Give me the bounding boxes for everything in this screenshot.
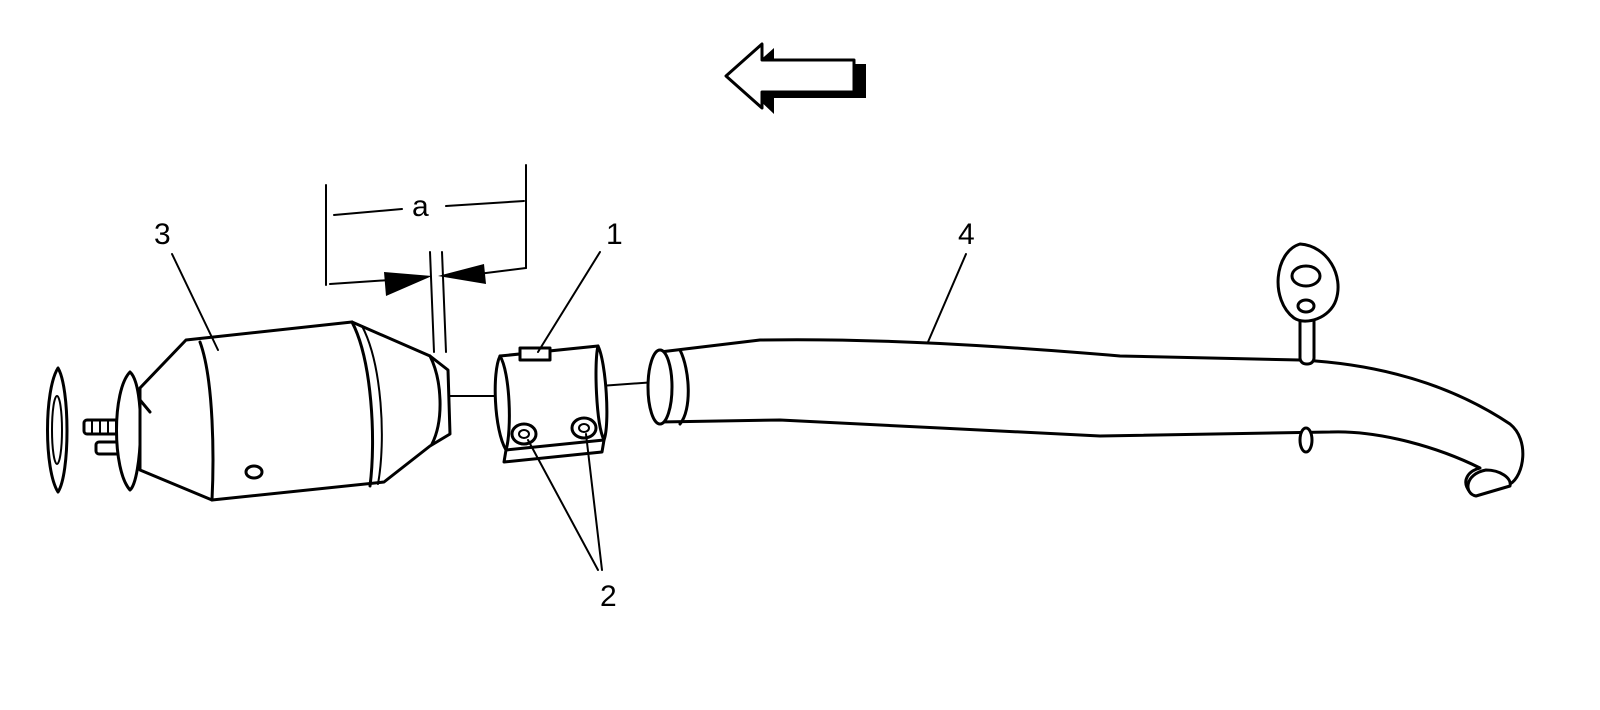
exhaust-hanger bbox=[1276, 242, 1340, 366]
leader-line-1 bbox=[537, 251, 601, 353]
clamp-nut-left bbox=[510, 422, 538, 446]
dimension-a-bracket bbox=[325, 164, 527, 353]
gasket bbox=[46, 366, 69, 494]
dimension-label-a: a bbox=[412, 190, 429, 223]
catalytic-converter bbox=[115, 320, 452, 502]
callout-2: 2 bbox=[600, 580, 617, 613]
exhaust-clamp bbox=[493, 344, 609, 464]
callout-4: 4 bbox=[958, 218, 975, 251]
leader-line-4 bbox=[927, 253, 967, 343]
dimension-arrow-left bbox=[384, 272, 432, 296]
clamp-nut-right bbox=[570, 416, 598, 440]
exhaust-pipe bbox=[646, 338, 1525, 498]
callout-3: 3 bbox=[154, 218, 171, 251]
dimension-arrow-right bbox=[438, 264, 486, 284]
leader-line-3 bbox=[171, 253, 219, 351]
arrow-left-icon bbox=[724, 42, 866, 114]
leader-line-2b bbox=[585, 433, 603, 571]
leader-line-2a bbox=[527, 439, 599, 571]
callout-1: 1 bbox=[606, 218, 623, 251]
